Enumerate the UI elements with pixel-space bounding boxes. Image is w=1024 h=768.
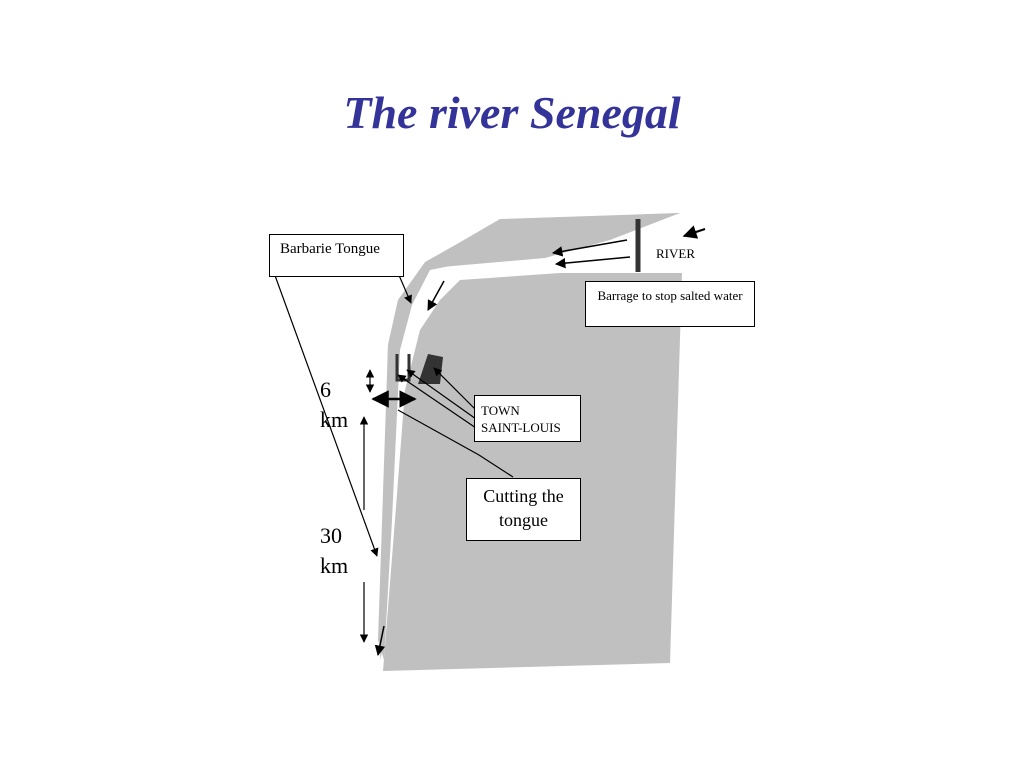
distance-6-value: 6 bbox=[320, 377, 331, 402]
river-label: RIVER bbox=[656, 246, 695, 261]
page-title: The river Senegal bbox=[343, 87, 681, 138]
town-label-line2: SAINT-LOUIS bbox=[481, 420, 561, 435]
town-leader-1 bbox=[433, 367, 477, 411]
river-arrow-3 bbox=[682, 225, 706, 239]
river-arrow-1 bbox=[551, 239, 628, 257]
cutting-the-tongue-label: Cutting the tongue bbox=[466, 478, 581, 541]
river-arrow-5 bbox=[374, 625, 386, 657]
distance-30km-label: 30 km bbox=[320, 521, 348, 581]
town-saint-louis bbox=[418, 354, 443, 384]
distance-6-unit: km bbox=[320, 407, 349, 432]
town-leader-3 bbox=[397, 374, 477, 429]
distance-6km-label: 6 km bbox=[320, 375, 348, 435]
town-leader-2 bbox=[406, 369, 477, 420]
town-saint-louis-label: TOWN SAINT-LOUIS bbox=[474, 395, 581, 442]
barbarie-tongue-label: Barbarie Tongue bbox=[269, 234, 404, 277]
river-arrow-2 bbox=[554, 256, 631, 269]
distance-30-value: 30 bbox=[320, 523, 342, 548]
mainland bbox=[383, 273, 682, 671]
barrage-label: Barrage to stop salted water bbox=[585, 281, 755, 327]
barbarie-leader-2 bbox=[272, 269, 379, 557]
distance-30-unit: km bbox=[320, 553, 349, 578]
river-arrow-4 bbox=[427, 280, 445, 311]
cutting-leader bbox=[397, 409, 514, 478]
town-label-line1: TOWN bbox=[481, 403, 520, 418]
